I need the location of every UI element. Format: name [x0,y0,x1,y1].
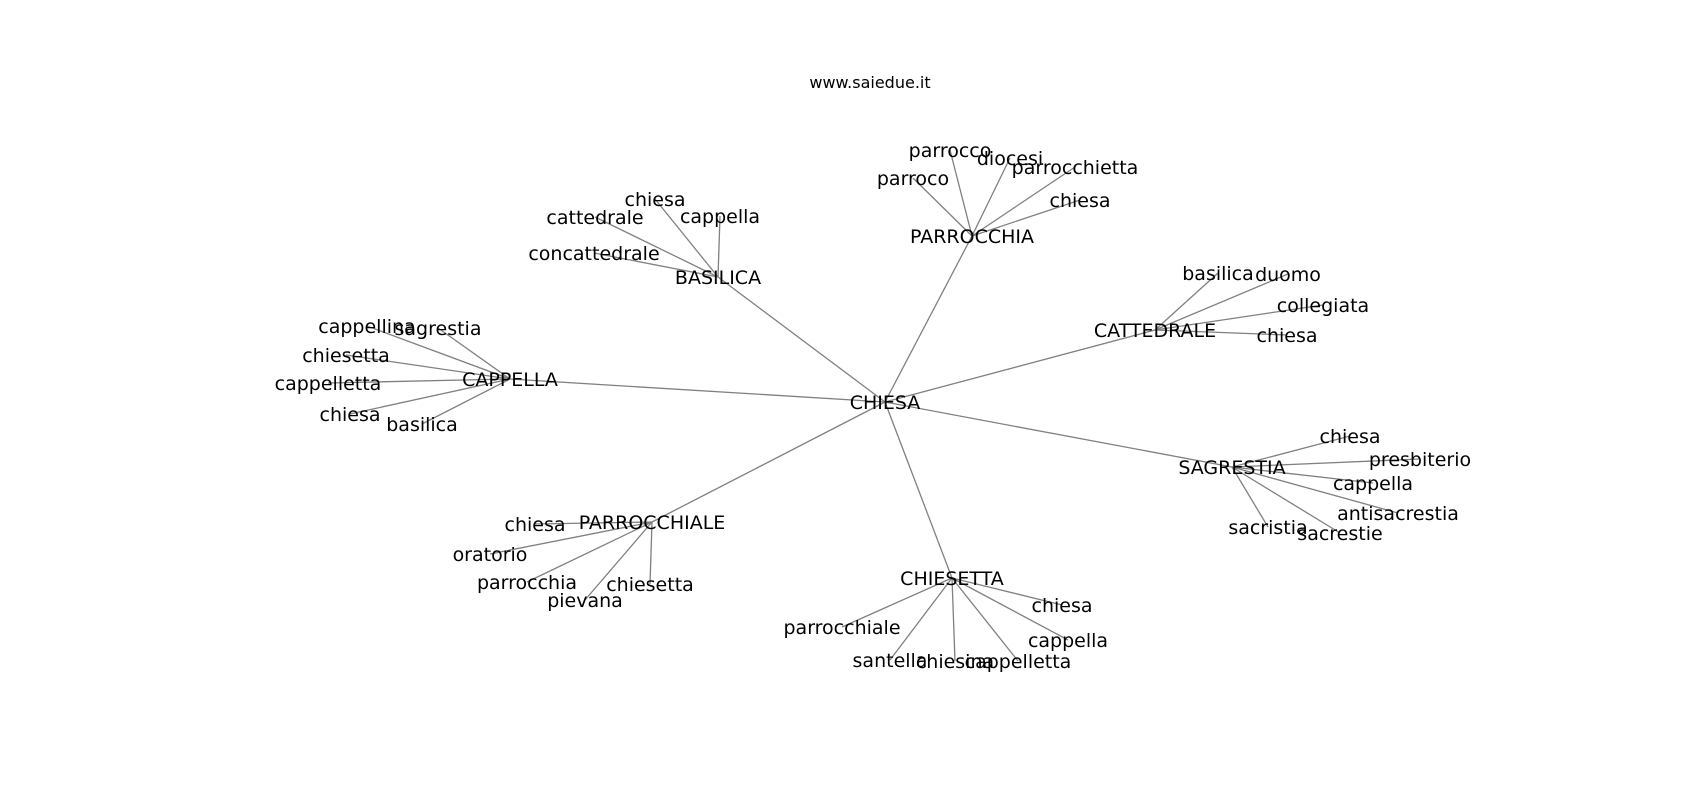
node-root-chiesa: CHIESA [850,392,921,414]
node-leaf-chiesetta-santella: santella [853,650,928,672]
edge-chiesetta-parrocchiale [841,577,953,628]
edge-sagrestia-presbiterio [1231,458,1421,468]
node-leaf-parrocchiale-chiesetta: chiesetta [606,574,694,596]
edge-parrocchiale-pievana [584,521,653,601]
node-leaf-basilica-concattedrale: concattedrale [528,243,659,265]
node-leaf-sagrestia-chiesa: chiesa [1320,426,1381,448]
edge-parrocchiale-oratorio [489,521,653,555]
node-leaf-cattedrale-chiesa: chiesa [1257,325,1318,347]
node-leaf-parrocchia-parroco: parroco [877,168,949,190]
edge-cattedrale-collegiata [1154,304,1324,331]
edge-sagrestia-cappella [1231,466,1374,484]
edge-chiesetta-santella [889,577,953,661]
node-leaf-parrocchia-parrocco: parrocco [909,140,992,162]
node-leaf-sagrestia-sacrestie: sacrestie [1297,523,1382,545]
labels-layer: www.saiedue.it CHIESAPARROCCHIAparroccod… [275,73,1471,673]
edge-root-cappella [509,378,886,403]
edge-root-chiesetta [884,401,953,579]
node-hub-cattedrale: CATTEDRALE [1094,320,1216,342]
node-leaf-cappella-chiesetta: chiesetta [302,345,390,367]
node-leaf-cappella-basilica: basilica [386,414,458,436]
node-hub-basilica: BASILICA [675,267,761,289]
edge-basilica-cattedrale [594,216,719,278]
edge-cappella-chiesetta [345,354,511,380]
edge-cattedrale-chiesa [1154,329,1288,336]
node-leaf-cattedrale-basilica: basilica [1182,263,1254,285]
node-leaf-chiesetta-chiesa: chiesa [1032,595,1093,617]
edge-basilica-cappella [717,215,721,278]
edge-sagrestia-sacristia [1231,466,1269,528]
edge-sagrestia-sacrestie [1231,466,1341,534]
node-leaf-parrocchia-parrocchietta: parrocchietta [1012,157,1139,179]
edge-sagrestia-chiesa [1231,435,1351,468]
edge-parrocchia-parrocco [949,149,973,237]
node-leaf-parrocchiale-parrocchia: parrocchia [477,572,577,594]
edge-cappella-cappelletta [327,378,511,384]
node-leaf-basilica-cattedrale: cattedrale [546,207,643,229]
edge-root-parrocchiale [651,401,886,523]
node-leaf-sagrestia-cappella: cappella [1333,473,1413,495]
node-leaf-sagrestia-presbiterio: presbiterio [1369,449,1471,471]
edges-layer [327,149,1421,662]
node-leaf-parrocchiale-oratorio: oratorio [453,544,528,566]
node-hub-chiesetta: CHIESETTA [900,568,1004,590]
node-leaf-chiesetta-cappella: cappella [1028,630,1108,652]
node-leaf-parrocchiale-chiesa: chiesa [505,514,566,536]
node-leaf-chiesetta-cappelletta: cappelletta [965,651,1072,673]
edge-chiesetta-cappella [951,577,1069,641]
edge-root-basilica [717,276,886,403]
edge-parrocchiale-parrocchia [526,521,653,583]
node-hub-sagrestia: SAGRESTIA [1178,457,1285,479]
edge-chiesetta-cappelletta [951,577,1019,662]
node-leaf-sagrestia-antisacrestia: antisacrestia [1337,503,1459,525]
node-leaf-parrocchia-chiesa: chiesa [1050,190,1111,212]
node-leaf-basilica-cappella: cappella [680,206,760,228]
node-hub-cappella: CAPPELLA [462,369,558,391]
edge-chiesetta-chiesina [951,577,956,662]
node-leaf-chiesetta-chiesina: chiesina [916,651,994,673]
node-leaf-cappella-cappelletta: cappelletta [275,373,382,395]
edge-chiesetta-chiesa [951,577,1063,606]
edge-parrocchiale-chiesetta [649,521,653,585]
edge-basilica-concattedrale [593,252,719,278]
edge-parrocchia-diocesi [971,157,1011,237]
node-hub-parrocchiale: PARROCCHIALE [579,512,726,534]
edge-parrocchia-parroco [912,177,973,237]
edge-cappella-cappellina [366,325,511,380]
node-leaf-cappella-chiesa: chiesa [320,404,381,426]
node-leaf-chiesetta-parrocchiale: parrocchiale [783,617,900,639]
edge-root-cattedrale [884,329,1156,403]
edge-cattedrale-basilica [1154,272,1219,331]
edge-cappella-basilica [421,378,511,425]
edge-parrocchiale-chiesa [534,521,653,525]
node-hub-parrocchia: PARROCCHIA [910,226,1034,248]
node-leaf-cattedrale-duomo: duomo [1255,264,1321,286]
edge-cappella-chiesa [349,378,511,415]
site-watermark: www.saiedue.it [809,73,930,92]
node-leaf-sagrestia-sacristia: sacristia [1228,517,1307,539]
edge-parrocchia-parrocchietta [971,166,1076,237]
node-leaf-cattedrale-collegiata: collegiata [1277,295,1369,317]
edge-cattedrale-duomo [1154,273,1289,331]
node-leaf-basilica-chiesa: chiesa [625,189,686,211]
node-leaf-parrocchia-diocesi: diocesi [977,148,1043,170]
edge-cappella-sagrestia [437,327,511,380]
edge-root-sagrestia [884,401,1233,468]
edge-parrocchia-chiesa [971,199,1081,237]
edge-root-parrocchia [884,235,973,403]
node-leaf-parrocchiale-pievana: pievana [547,590,623,612]
edge-basilica-chiesa [654,198,719,278]
node-leaf-cappella-cappellina: cappellina [318,316,415,338]
node-leaf-cappella-sagrestia: sagrestia [395,318,482,340]
edge-sagrestia-antisacrestia [1231,466,1399,514]
